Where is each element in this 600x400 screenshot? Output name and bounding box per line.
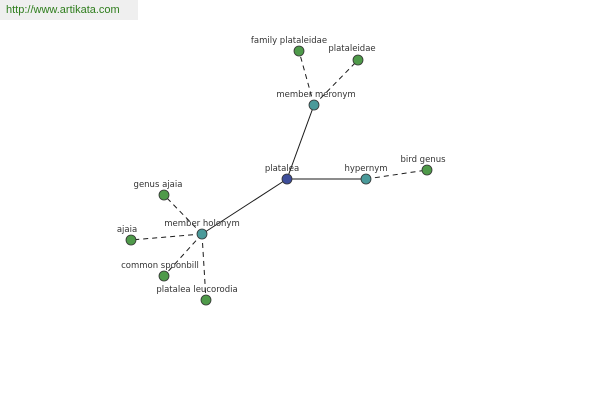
labels-layer: platalea member meronym hypernym member hol… [117,36,446,295]
edge-platalea-to-member-holonym [201,178,288,235]
edges-layer [130,50,428,301]
node-label-bird-genus[interactable]: bird genus [400,155,446,165]
node-hypernym[interactable] [360,173,372,185]
edge-platalea-to-member-meronym [286,104,315,180]
node-label-platalea[interactable]: platalea [265,164,299,174]
node-platalea-leucorodia[interactable] [200,294,212,306]
node-plataleidae[interactable] [352,54,364,66]
url-banner: http://www.artikata.com [0,0,138,20]
node-label-plataleidae[interactable]: plataleidae [328,44,375,54]
nodes-layer [125,45,433,306]
edge-member-meronym-to-plataleidae [313,59,359,106]
node-member-holonym[interactable] [196,228,208,240]
edge-member-holonym-to-platalea-leucorodia [201,233,207,301]
edge-member-meronym-to-family-plataleidae [298,50,315,106]
node-ajaia[interactable] [125,234,137,246]
node-label-family-plataleidae[interactable]: family plataleidae [251,36,327,46]
node-label-member-holonym[interactable]: member holonym [164,219,239,229]
site-url-link[interactable]: http://www.artikata.com [6,4,120,16]
node-label-common-spoonbill[interactable]: common spoonbill [121,261,199,271]
node-label-member-meronym[interactable]: member meronym [276,90,355,100]
node-family-plataleidae[interactable] [293,45,305,57]
node-label-platalea-leucorodia[interactable]: platalea leucorodia [156,285,237,295]
node-platalea[interactable] [281,173,293,185]
node-label-hypernym[interactable]: hypernym [344,164,387,174]
node-label-genus-ajaia[interactable]: genus ajaia [134,180,183,190]
node-bird-genus[interactable] [421,164,433,176]
edge-hypernym-to-bird-genus [365,169,428,180]
edge-member-holonym-to-genus-ajaia [163,194,203,235]
edge-member-holonym-to-ajaia [130,233,203,241]
node-genus-ajaia[interactable] [158,189,170,201]
node-common-spoonbill[interactable] [158,270,170,282]
node-label-ajaia[interactable]: ajaia [117,225,137,235]
node-member-meronym[interactable] [308,99,320,111]
edge-member-holonym-to-common-spoonbill [163,233,203,277]
